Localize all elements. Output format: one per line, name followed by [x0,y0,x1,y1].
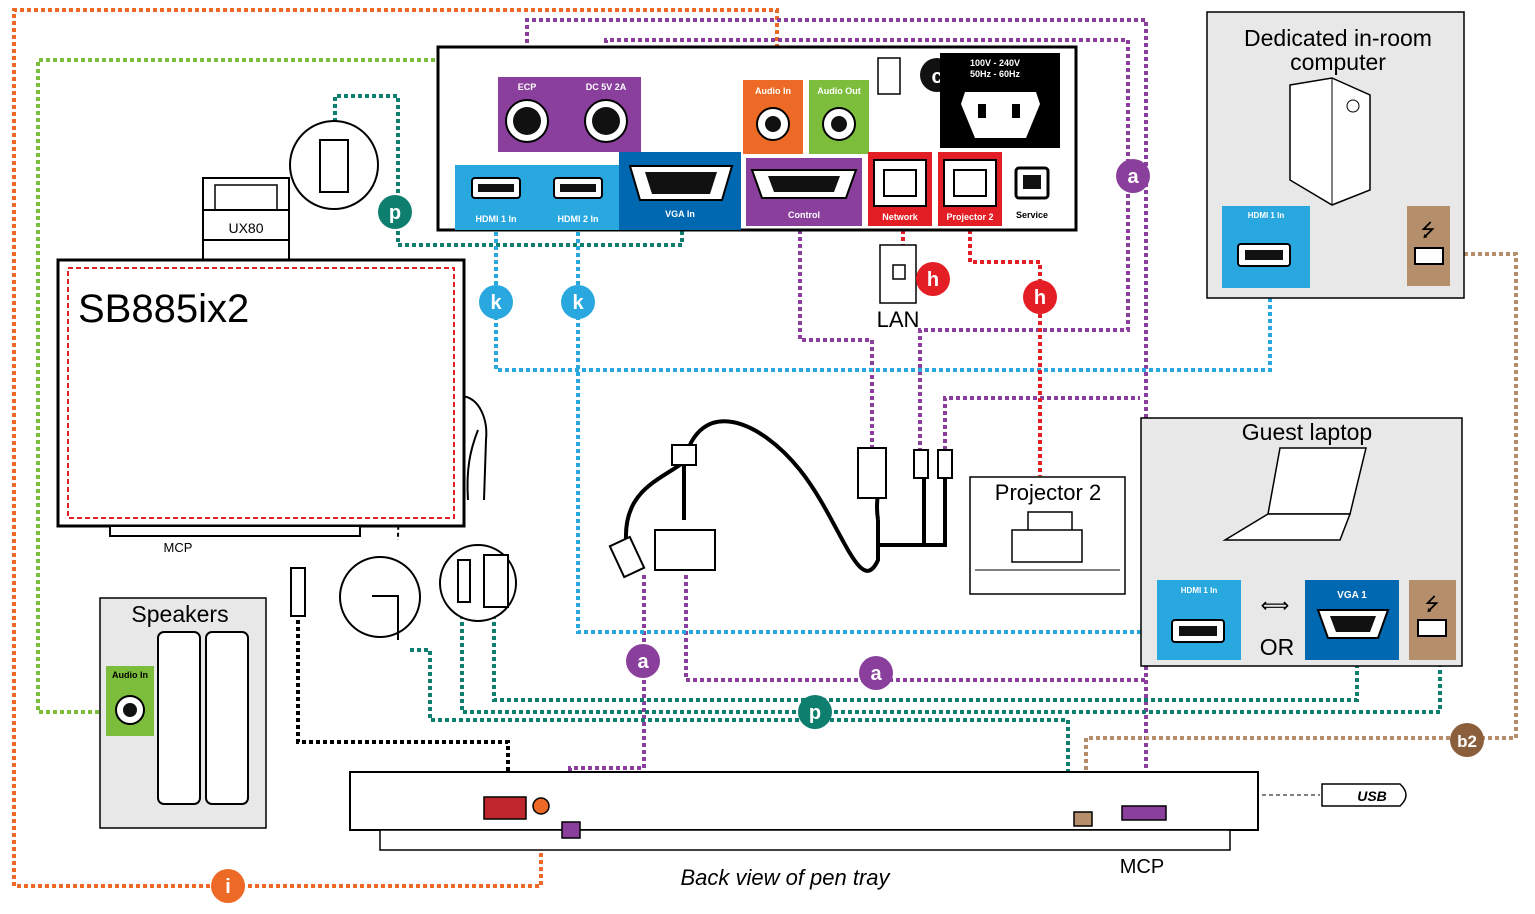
svg-text:p: p [389,202,401,224]
dc-label: DC 5V 2A [586,82,627,92]
guest-laptop-box: Guest laptop HDMI 1 In ⟺ OR VGA 1 ⭍ [1140,417,1463,667]
ux80-label: UX80 [228,220,263,236]
cable-a-control-purple [798,230,874,450]
service-label: Service [1016,210,1048,220]
projector2-box: Projector 2 [969,476,1126,595]
or-label: OR [1260,634,1295,660]
display-side-cable [461,395,488,501]
svg-text:a: a [1127,166,1139,188]
cable-a-tray-purple [684,575,1146,682]
tray-purple-port[interactable] [561,821,581,839]
display-cable-plug [290,567,306,617]
display-mcp-label: MCP [164,540,193,555]
badge-h-1 [916,262,950,296]
usb-drive-icon: USB [1321,783,1407,807]
harness-connectors [608,444,953,579]
speakers-audio-in-label: Audio In [112,670,148,680]
badge-k-1 [479,285,513,319]
audio-in-label: Audio In [755,86,791,96]
badge-i [211,869,245,903]
badge-k-2 [561,285,595,319]
usb-icon: ⭍ [1421,220,1436,240]
pen-tray-front [109,525,361,537]
pen-tray-caption: Back view of pen tray [680,865,891,890]
cable-audio-out-green [36,58,844,714]
lan-label: LAN [877,307,920,332]
svg-text:b2: b2 [1457,732,1477,751]
laptop-icon [1222,447,1367,541]
projector2-title: Projector 2 [995,480,1101,505]
power-outlet-icon [877,57,901,95]
computer-title-2: computer [1290,49,1386,75]
badge-p-1 [378,195,412,229]
svg-text:i: i [225,876,231,898]
cable-i-orange [12,8,779,888]
cable-p-teal [333,94,684,247]
dedicated-computer-box: Dedicated in-room computer HDMI 1 In ⭍ [1206,11,1465,299]
svg-text:h: h [927,269,939,291]
tray-mcp-port[interactable] [1121,805,1167,821]
laptop-usb-icon: ⭍ [1425,594,1440,614]
svg-text:h: h [1034,287,1046,309]
projector2-label: Projector 2 [946,212,993,222]
hdmi1-label: HDMI 1 In [475,214,516,224]
cable-k-hdmi1-cyan [494,232,1272,372]
computer-usb-port[interactable] [1407,206,1450,286]
svg-text:k: k [490,292,502,314]
interactive-display: UX80 SB885ix2 MCP [56,120,517,640]
power-spec-2: 50Hz - 60Hz [970,69,1021,79]
laptop-title: Guest laptop [1242,419,1372,445]
harness-connector-block [654,529,716,571]
ecp-label: ECP [518,82,537,92]
cable-a-mcp-purple [943,396,1140,450]
speakers-title: Speakers [131,601,228,627]
cable-b2-tan [1084,252,1518,812]
badge-a-3 [859,656,893,690]
double-arrow-icon: ⟺ [1261,595,1290,617]
cable-display-black [296,620,510,795]
tray-mcp-label: MCP [1120,856,1164,878]
laptop-vga-label: VGA 1 [1337,590,1367,601]
audio-out-label: Audio Out [817,86,861,96]
control-label: Control [788,210,820,220]
computer-tower-icon [1289,77,1371,206]
laptop-hdmi-label: HDMI 1 In [1181,586,1218,595]
cable-h-projector-red [968,230,1042,476]
cable-badges: a a a b2 h h i k k p p [211,159,1484,903]
hdmi2-label: HDMI 2 In [557,214,598,224]
pen-tray-back: MCP Back view of pen tray USB [349,771,1407,890]
badge-b2 [1450,723,1484,757]
svg-text:c: c [931,66,942,88]
cable-k-hdmi2-cyan [576,232,1158,634]
svg-text:p: p [809,702,821,724]
power-spec-1: 100V - 240V [970,58,1020,68]
computer-title-1: Dedicated in-room [1244,25,1432,51]
tray-display-port[interactable] [483,796,527,820]
speaker-left [157,631,201,805]
svg-text:a: a [637,651,649,673]
usb-drive-text: USB [1357,788,1387,804]
lan-wall-jack: LAN [877,244,920,332]
tray-audio-port[interactable] [532,797,550,815]
speakers-box: Speakers Audio In [99,597,267,829]
network-label: Network [882,212,919,222]
speaker-right [205,631,249,805]
cable-p-teal-2 [410,648,1070,812]
cable-p-teal-3 [460,608,1442,714]
badge-p-2 [798,695,832,729]
svg-text:a: a [870,663,882,685]
badge-a-1 [1116,159,1150,193]
vga-label: VGA In [665,209,695,219]
computer-hdmi-label: HDMI 1 In [1248,211,1285,220]
vga-plug [857,447,887,499]
badge-a-2 [626,644,660,678]
projector-connector-panel: ECP DC 5V 2A Audio In Audio Out c 100V -… [436,45,1078,232]
svg-text:k: k [572,292,584,314]
display-frame [56,258,466,528]
tray-usb-port[interactable] [1073,811,1093,827]
cable-p-teal-4 [492,608,1359,702]
badge-h-2 [1023,280,1057,314]
display-model: SB885ix2 [78,287,249,331]
